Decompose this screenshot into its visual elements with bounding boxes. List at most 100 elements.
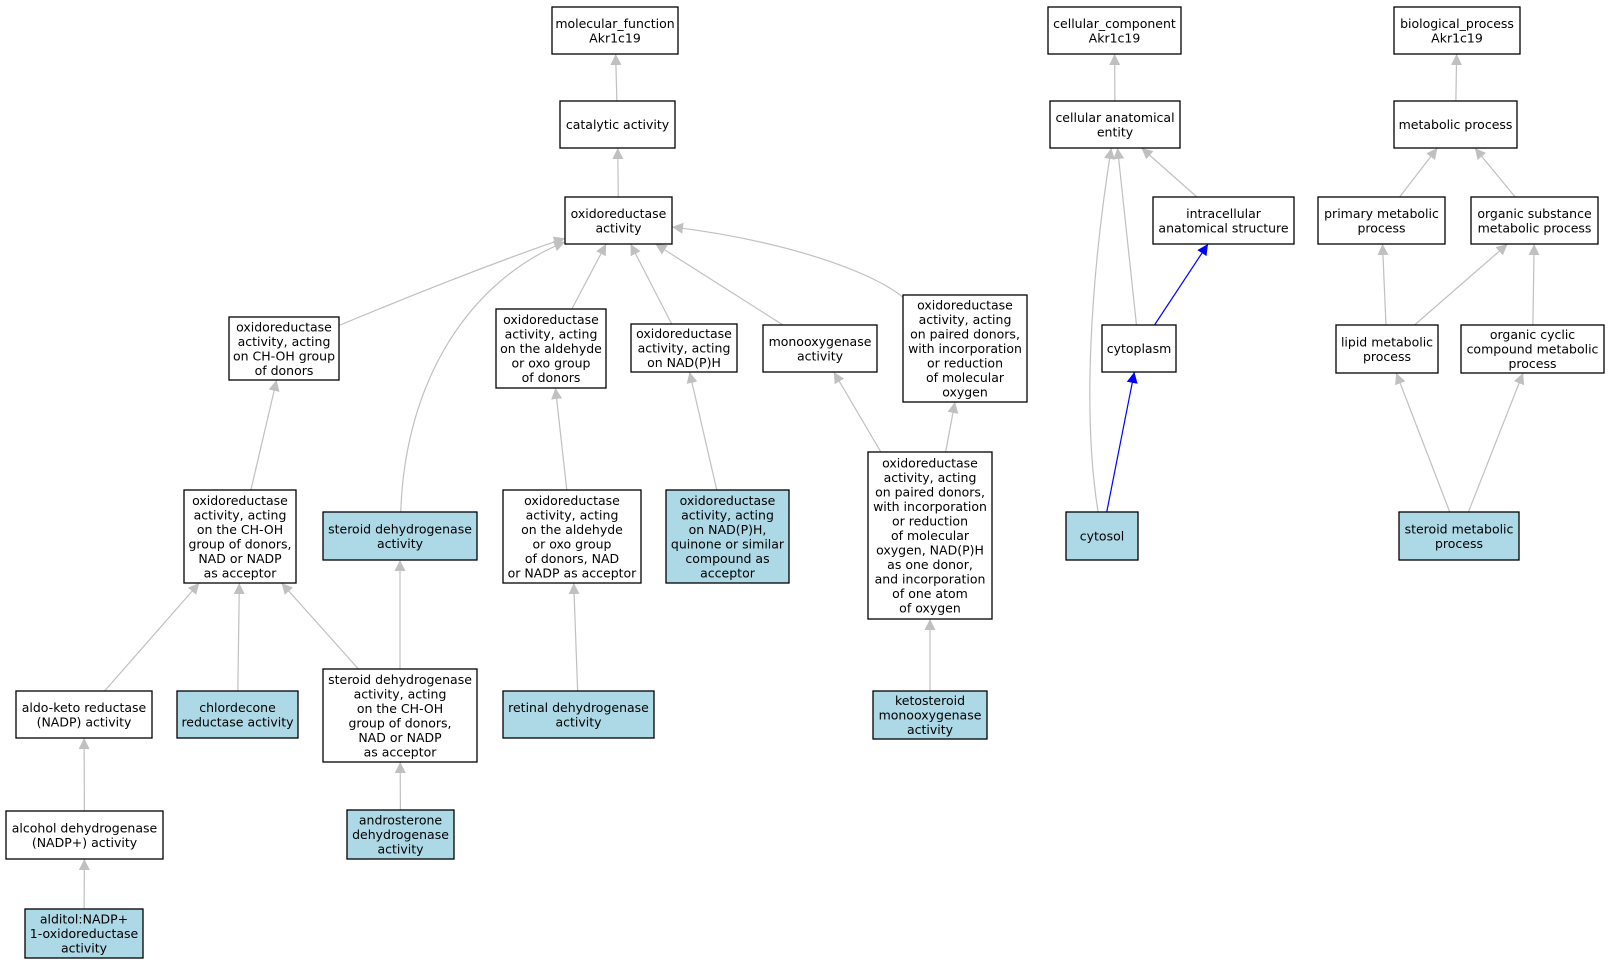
- node-box: [1335, 324, 1439, 374]
- node-box: [1065, 511, 1139, 561]
- edge-ox-choh-to-oxidoreductase: [338, 236, 566, 327]
- node-label-line: process: [1508, 356, 1556, 371]
- node-aldo-keto[interactable]: aldo-keto reductase(NADP) activity: [15, 690, 153, 739]
- node-label-line: Akr1c19: [589, 30, 641, 45]
- edge-ox-choh-nad-to-ox-choh: [250, 379, 280, 491]
- node-label-line: or oxo group: [533, 536, 612, 551]
- node-box: [1393, 6, 1521, 55]
- node-box: [867, 451, 993, 620]
- node-label-line: 1-oxidoreductase: [30, 926, 139, 941]
- node-alcohol-dh[interactable]: alcohol dehydrogenase(NADP+) activity: [5, 810, 164, 860]
- node-label-line: organic substance: [1477, 206, 1592, 221]
- node-label-line: as acceptor: [364, 744, 438, 759]
- node-label-line: dehydrogenase: [352, 827, 449, 842]
- node-box: [1152, 196, 1295, 245]
- node-box: [762, 324, 878, 373]
- node-box: [551, 6, 679, 55]
- node-box: [322, 668, 478, 763]
- node-label-line: anatomical structure: [1158, 220, 1288, 235]
- node-label-line: steroid dehydrogenase: [328, 521, 472, 536]
- node-label-line: on the CH-OH: [357, 701, 443, 716]
- node-box: [559, 100, 676, 149]
- node-label-line: activity: [797, 348, 844, 363]
- node-box: [183, 489, 297, 584]
- node-label-line: with incorporation: [908, 341, 1022, 356]
- edge-chlordecone-to-ox-choh-nad: [233, 582, 245, 692]
- node-label-line: process: [1363, 349, 1411, 364]
- edge-steroid-met-to-organic-cyclic: [1467, 372, 1525, 513]
- node-label-line: retinal dehydrogenase: [508, 700, 649, 715]
- node-label-line: activity, acting: [919, 312, 1012, 327]
- node-label-line: of donors: [522, 370, 581, 385]
- node-catalytic[interactable]: catalytic activity: [559, 100, 676, 149]
- node-box: [1398, 511, 1520, 561]
- node-label-line: cytoplasm: [1107, 341, 1172, 356]
- node-cytoplasm[interactable]: cytoplasm: [1101, 324, 1177, 373]
- node-label-line: oxidoreductase: [524, 493, 620, 508]
- node-label-line: cellular_component: [1053, 16, 1176, 31]
- node-label-line: organic cyclic: [1490, 327, 1575, 342]
- node-box: [322, 511, 478, 561]
- edge-ox-paired-to-oxidoreductase: [671, 222, 904, 298]
- node-label-line: of molecular: [891, 528, 970, 543]
- node-label-line: aldo-keto reductase: [22, 700, 147, 715]
- node-label-line: chlordecone: [199, 700, 276, 715]
- node-label-line: lipid metabolic: [1341, 334, 1433, 349]
- node-label-line: activity, acting: [354, 686, 447, 701]
- node-box: [1470, 196, 1599, 245]
- node-label-line: on NAD(P)H: [647, 355, 721, 370]
- node-label-line: activity: [555, 714, 602, 729]
- node-label-line: steroid metabolic: [1405, 521, 1514, 536]
- node-label-line: with incorporation: [873, 499, 987, 514]
- node-label-line: alditol:NADP+: [40, 912, 128, 927]
- node-box: [1317, 196, 1446, 245]
- edge-ox-aldehyde-to-oxidoreductase: [571, 243, 607, 310]
- node-label-line: activity, acting: [505, 327, 598, 342]
- edge-organic-sub-to-metabolic: [1474, 147, 1516, 198]
- edge-intracellular-to-cell-anat: [1141, 147, 1198, 198]
- node-metabolic[interactable]: metabolic process: [1393, 100, 1518, 149]
- edge-aldo-keto-to-ox-choh-nad: [104, 582, 200, 692]
- node-label-line: process: [1357, 220, 1405, 235]
- node-box: [872, 690, 988, 740]
- node-label-line: activity: [61, 941, 108, 956]
- node-label-line: on paired donors,: [910, 327, 1020, 342]
- edge-layer: [78, 53, 1540, 910]
- node-label-line: or reduction: [927, 356, 1003, 371]
- node-cytosol[interactable]: cytosol: [1065, 511, 1139, 561]
- node-label-line: ketosteroid: [895, 693, 965, 708]
- node-box: [1393, 100, 1518, 149]
- node-label-line: group of donors,: [188, 536, 291, 551]
- node-label-line: process: [1435, 536, 1483, 551]
- edge-steroid-dh-choh-to-ox-choh-nad: [281, 582, 359, 670]
- node-box: [1101, 324, 1177, 373]
